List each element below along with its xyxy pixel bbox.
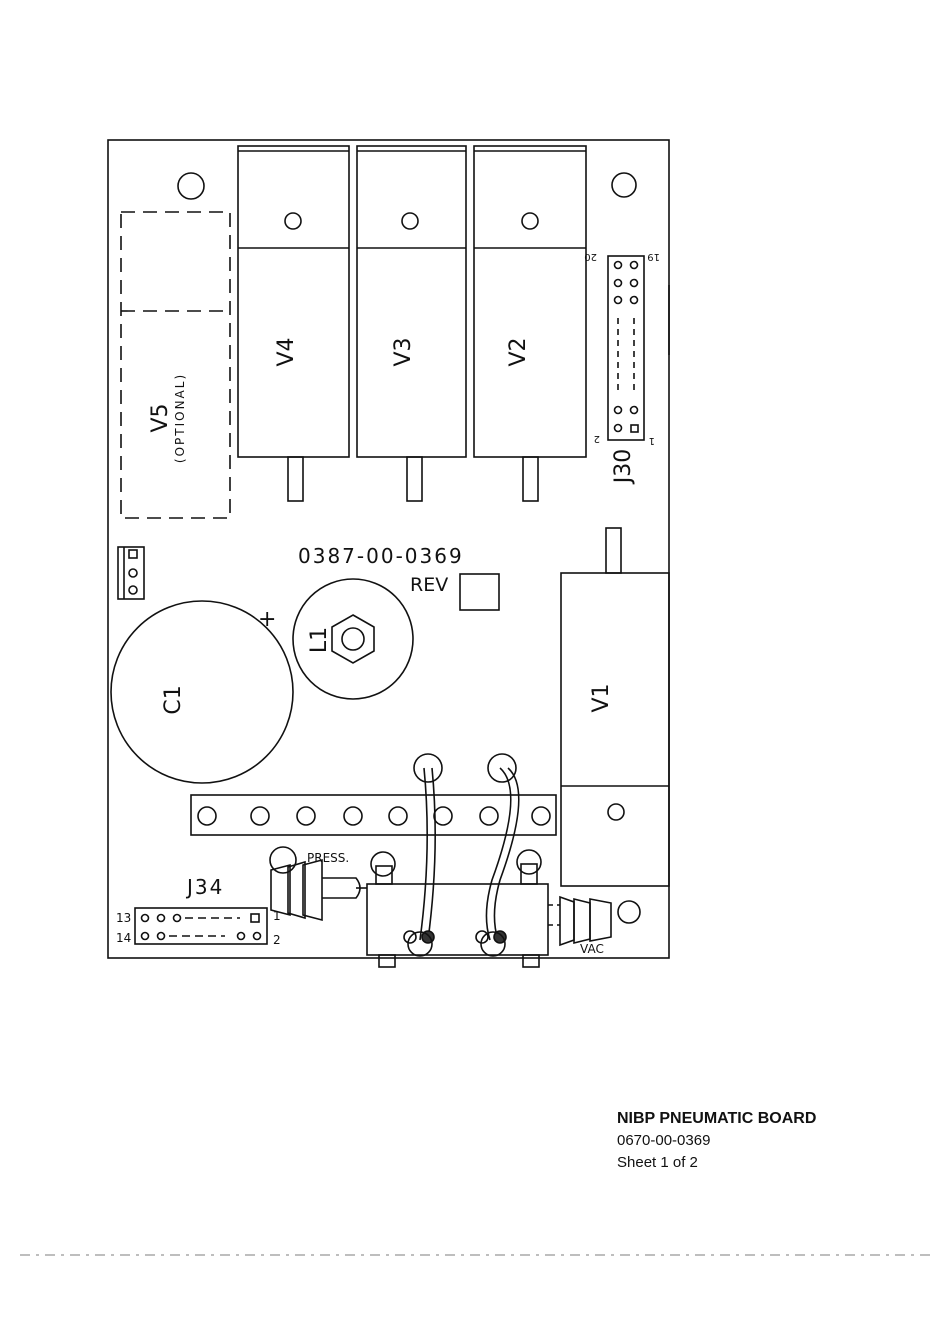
label-v3: V3	[391, 337, 416, 366]
label-j34: J34	[185, 875, 224, 899]
label-v5: V5	[148, 403, 173, 432]
label-vac: VAC	[580, 942, 604, 956]
label-press: PRESS.	[307, 851, 349, 865]
valve-v1-outline	[561, 528, 669, 886]
j34-pin-2: 2	[273, 933, 281, 947]
valve-v5-outline	[121, 212, 230, 518]
vac-port-fitting	[548, 897, 611, 945]
board-rev-label: REV	[410, 574, 448, 596]
board-part-number: 0387-00-0369	[298, 544, 464, 568]
label-v1: V1	[589, 683, 614, 712]
title-block: NIBP PNEUMATIC BOARD 0670-00-0369 Sheet …	[617, 1108, 816, 1174]
j30-pin-20: 20	[584, 251, 597, 262]
j30-pin-2: 2	[594, 433, 600, 444]
label-c1: C1	[161, 685, 186, 714]
drawing-number: 0670-00-0369	[617, 1130, 816, 1152]
mounting-hole-bottom-right	[618, 901, 640, 923]
label-j30: J30	[611, 449, 636, 485]
valve-v3-outline	[357, 146, 466, 501]
connector-j30-outline	[608, 256, 644, 440]
rev-box	[460, 574, 499, 610]
j34-pin-1: 1	[273, 909, 281, 923]
label-v2: V2	[506, 337, 531, 366]
drawing-title: NIBP PNEUMATIC BOARD	[617, 1108, 816, 1130]
label-l1: L1	[307, 627, 332, 653]
valve-v2-outline	[474, 146, 586, 501]
j34-pin-13: 13	[116, 911, 131, 925]
sheet-number: Sheet 1 of 2	[617, 1152, 816, 1174]
wire-loops	[414, 754, 519, 940]
mounting-hole-top-left	[178, 173, 204, 199]
pneumatic-manifold	[367, 850, 548, 967]
connector-j34-outline	[135, 908, 267, 944]
label-v4: V4	[274, 337, 299, 366]
terminal-strip	[191, 795, 556, 835]
mounting-hole-top-right	[612, 173, 636, 197]
j30-pin-19: 19	[647, 251, 660, 262]
valve-v4-outline	[238, 146, 349, 501]
jumper-block	[118, 547, 144, 599]
j34-pin-14: 14	[116, 931, 131, 945]
label-c1-polarity: +	[258, 607, 276, 632]
j30-pin-1: 1	[649, 435, 655, 446]
label-v5-note: (OPTIONAL)	[173, 373, 187, 463]
